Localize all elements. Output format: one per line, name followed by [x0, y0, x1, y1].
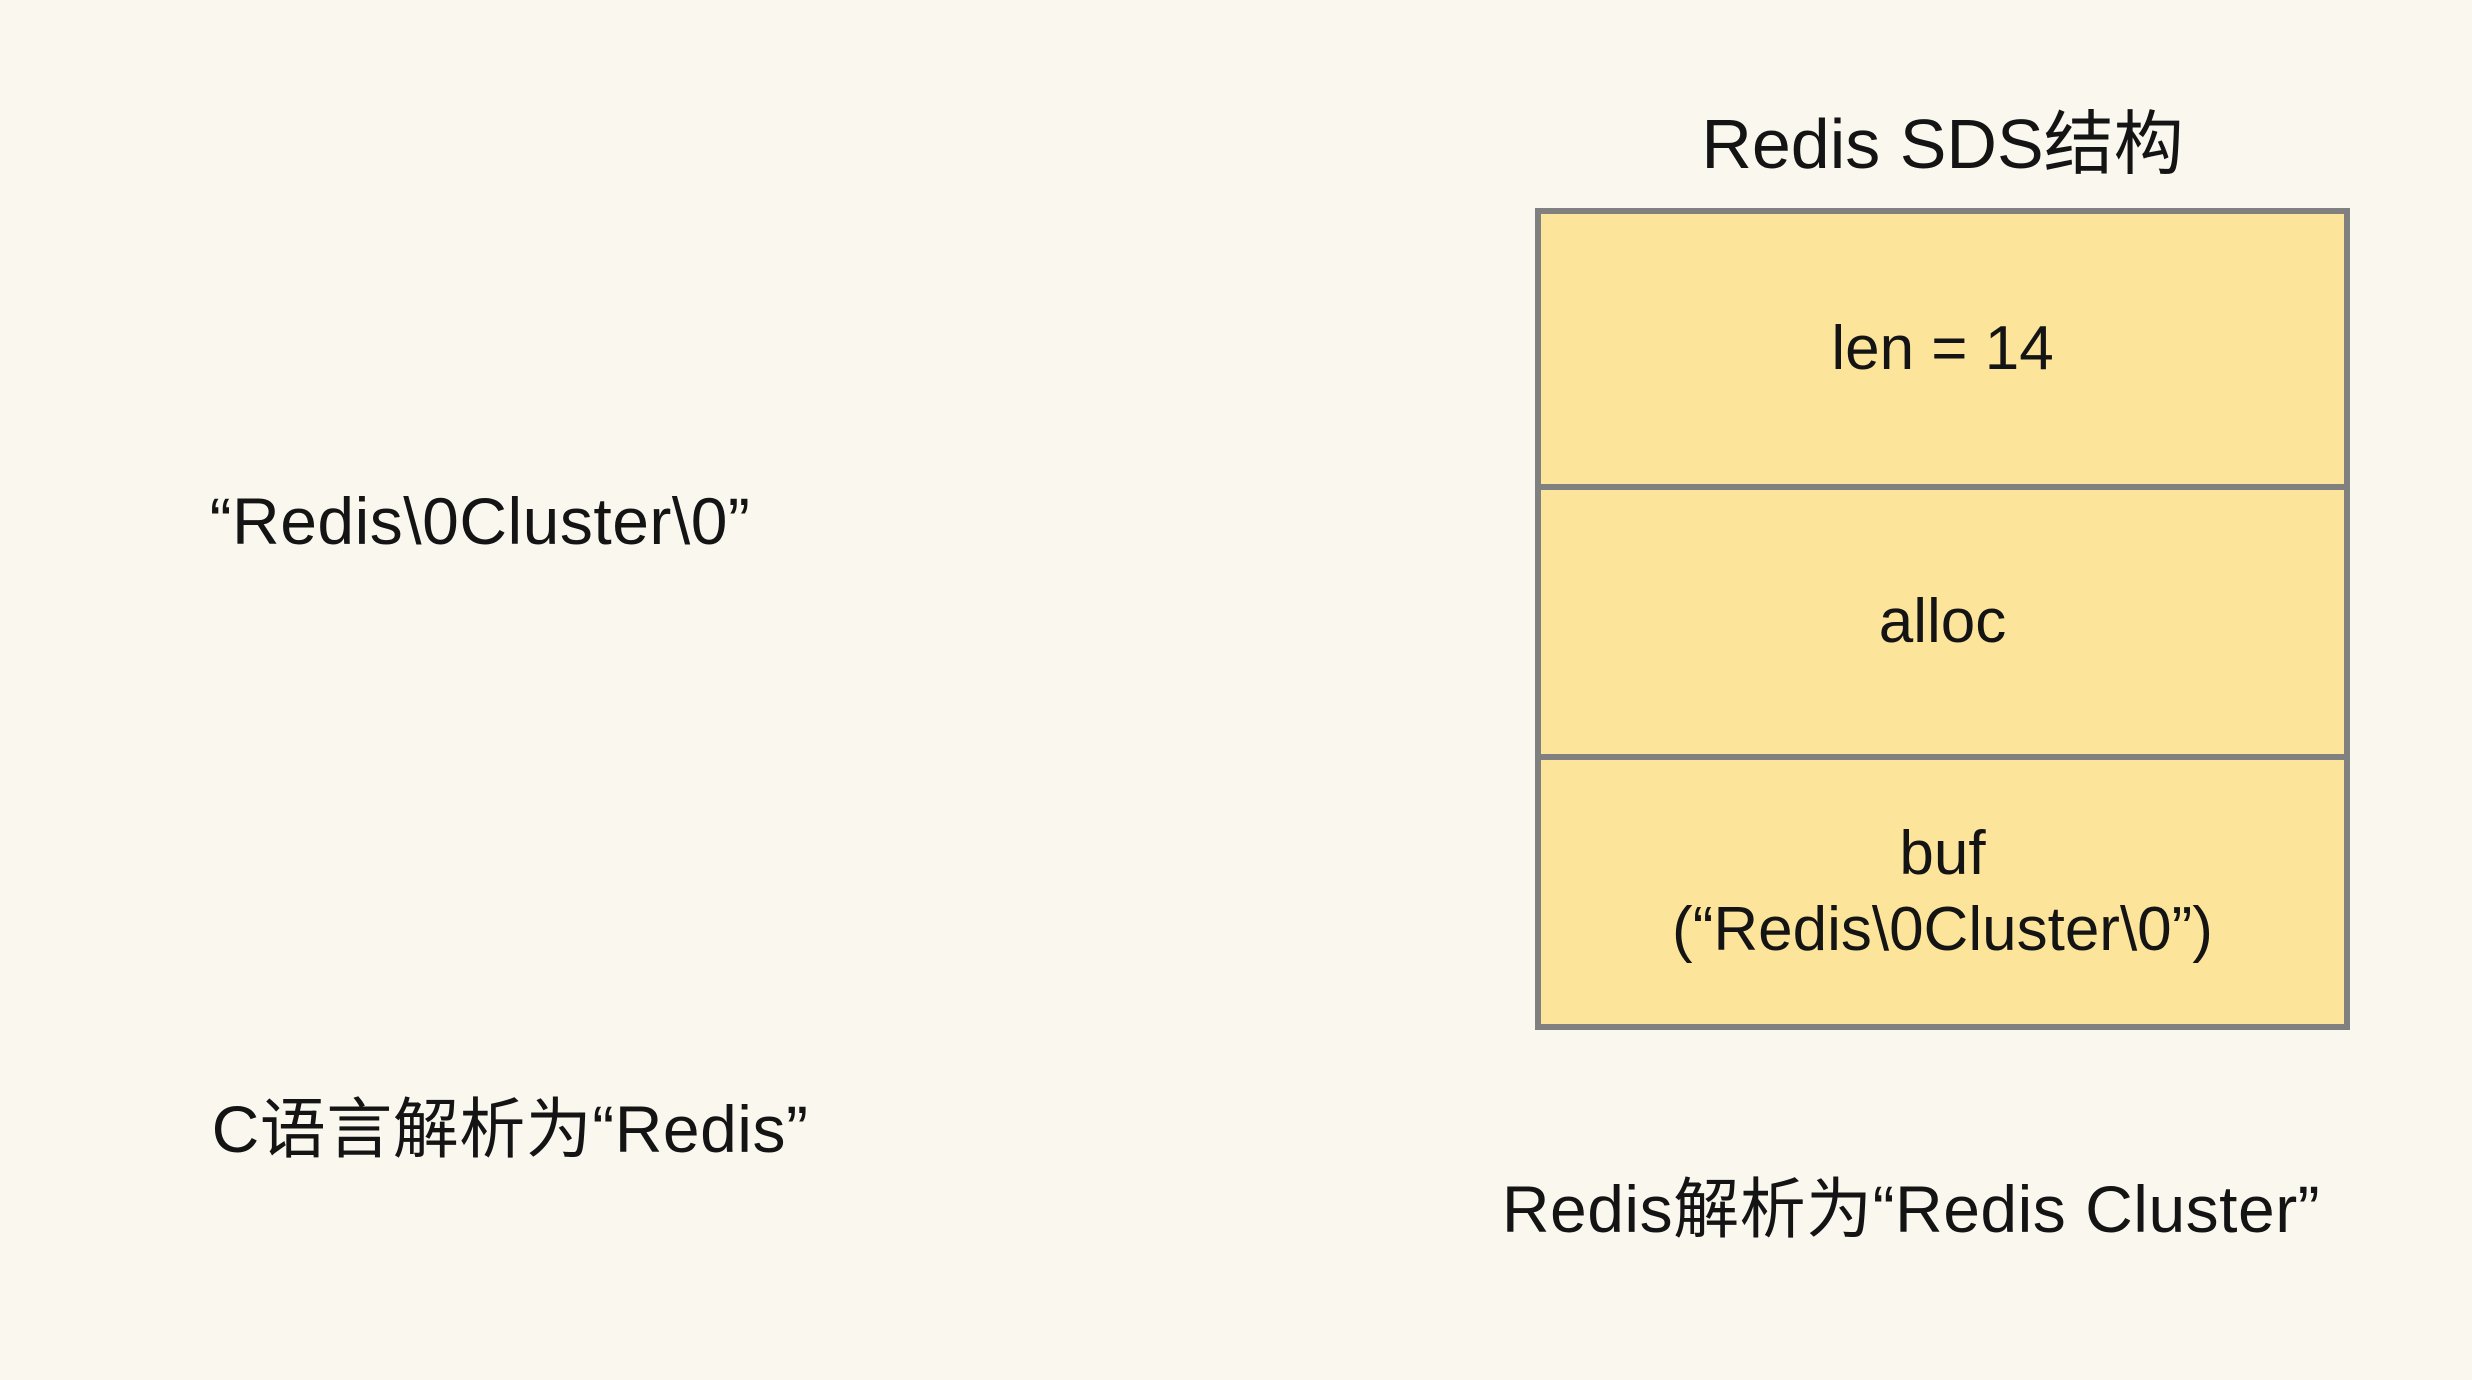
- sds-field-buf: buf (“Redis\0Cluster\0”): [1541, 754, 2344, 1024]
- sds-field-alloc: alloc: [1541, 484, 2344, 754]
- sds-struct-box: len = 14 alloc buf (“Redis\0Cluster\0”): [1535, 208, 2350, 1030]
- sds-field-len: len = 14: [1541, 214, 2344, 484]
- c-language-interpretation-label: C语言解析为“Redis”: [211, 1092, 809, 1166]
- raw-string-label: “Redis\0Cluster\0”: [209, 484, 751, 558]
- sds-diagram-title: Redis SDS结构: [1701, 105, 2184, 183]
- redis-interpretation-label: Redis解析为“Redis Cluster”: [1501, 1172, 2321, 1246]
